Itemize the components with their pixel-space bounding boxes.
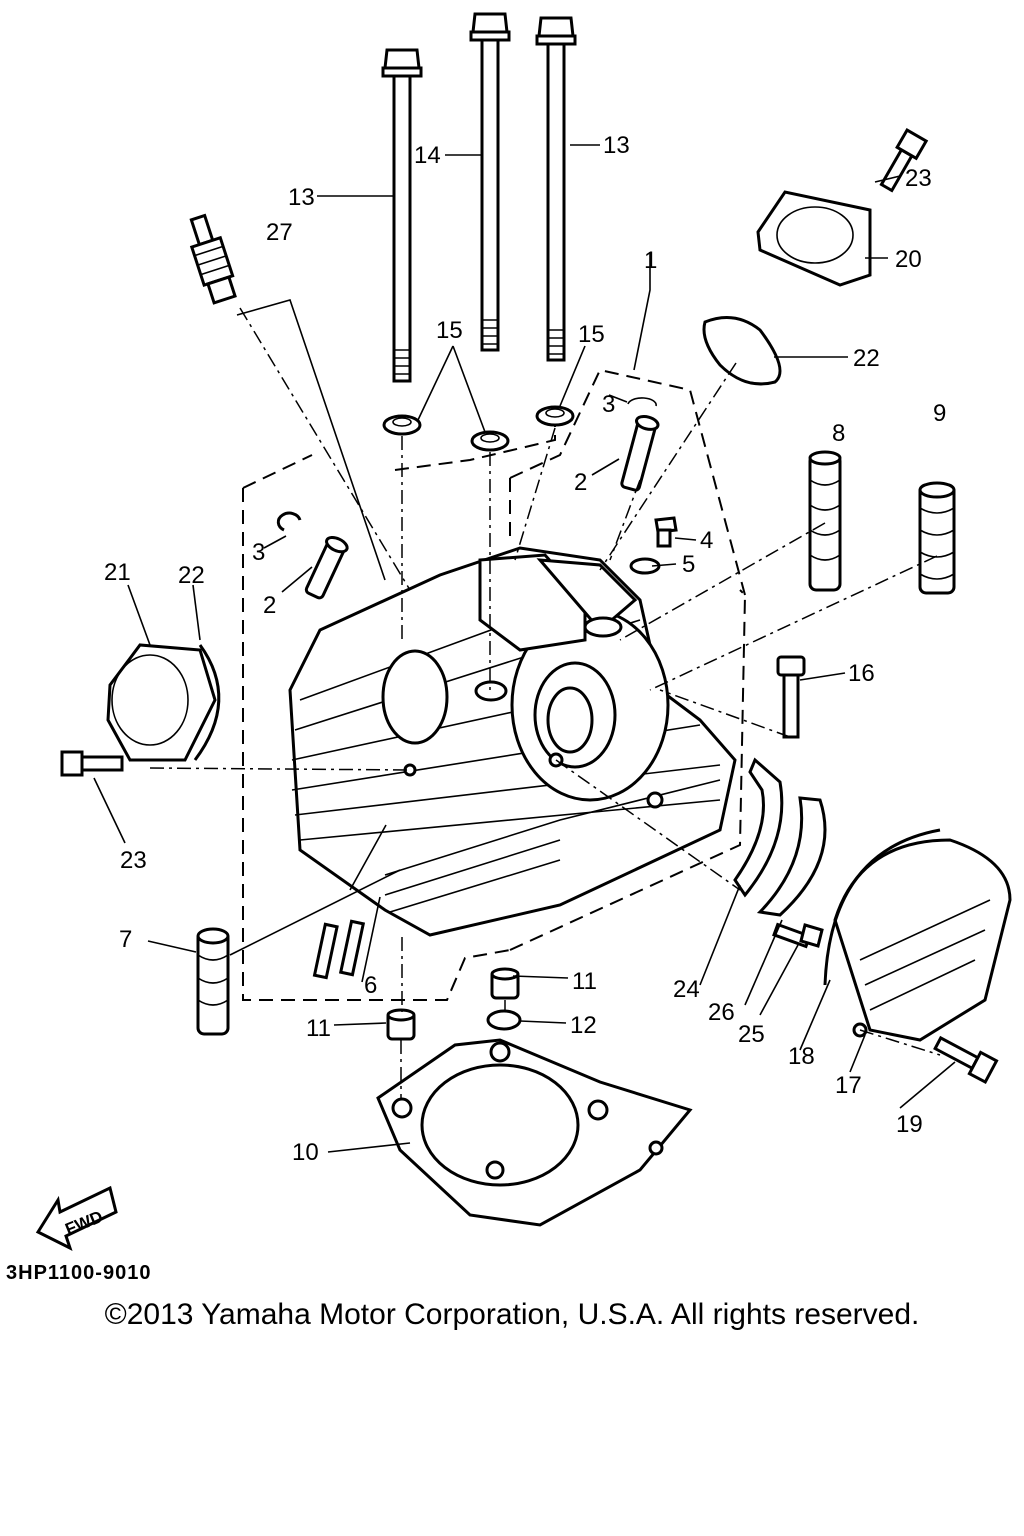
bolt-16 [776,655,806,739]
callout-24: 24 [673,976,700,1003]
stud-bolt-6 [312,919,366,980]
spark-plug-27 [189,213,237,305]
callout-11: 11 [572,968,597,995]
cylinder-head [288,546,737,937]
callout-2: 2 [574,469,587,496]
callout-22: 22 [853,345,880,372]
gasket-26 [756,796,827,917]
cylinder-head-gasket-10 [376,1038,693,1227]
callout-2: 2 [263,592,276,619]
dowel-pin-11-upper [490,967,520,1000]
callout-7: 7 [119,926,132,953]
clip-3-left [276,511,302,532]
callout-11: 11 [306,1015,331,1042]
callout-13: 13 [288,184,315,211]
callout-27: 27 [266,219,293,246]
callout-16: 16 [848,660,875,687]
callout-12: 12 [570,1012,597,1039]
assembly-boundary-valve-group [509,368,746,596]
bolt-23-right [879,127,929,193]
bolt-19 [933,1035,999,1085]
valve-guide-2-left [304,535,349,600]
callout-labels: 1 2 2 3 3 4 5 6 7 8 9 10 11 11 12 13 13 … [104,132,946,1166]
callout-1: 1 [644,247,657,274]
callout-10: 10 [292,1139,319,1166]
cover-gasket-18 [823,828,941,986]
callout-8: 8 [832,420,845,447]
assembly-boundary-main [242,454,747,1001]
bolt-23-left [60,750,124,777]
callout-23: 23 [120,847,147,874]
head-bolt-13-right [535,16,577,362]
bolt-25 [772,922,824,949]
callout-17: 17 [835,1072,862,1099]
cover-gasket-22-left [193,644,221,761]
center-lines [149,362,941,1100]
valve-spring-8 [808,450,842,592]
leader-lines [93,144,956,1153]
callout-5: 5 [682,551,695,578]
tappet-cover-20 [756,190,872,287]
head-bolt-14-center [469,12,511,352]
callout-13: 13 [603,132,630,159]
washer-15 [382,405,575,452]
callout-25: 25 [738,1021,765,1048]
part-code: 3HP1100-9010 [6,1262,152,1284]
valve-spring-9 [918,481,956,595]
callout-6: 6 [364,972,377,999]
forward-arrow-icon: FWD [35,1185,118,1251]
callout-18: 18 [788,1043,815,1070]
oil-pipe-7 [196,927,230,1036]
callout-23: 23 [905,165,932,192]
cover-gasket-22-right [702,316,782,386]
callout-21: 21 [104,559,131,586]
callout-22: 22 [178,562,205,589]
callout-4: 4 [700,527,713,554]
callout-9: 9 [933,400,946,427]
callout-26: 26 [708,999,735,1026]
head-bolt-13-left [381,48,423,383]
callout-14: 14 [414,142,441,169]
plug-bolt-4 [654,516,678,548]
side-cover-21 [106,643,217,762]
callout-3: 3 [602,391,615,418]
callout-3: 3 [252,539,265,566]
copyright-notice: ©2013 Yamaha Motor Corporation, U.S.A. A… [104,1298,920,1331]
o-ring-12 [486,1009,522,1031]
dowel-pin-11-lower [386,1008,416,1041]
clip-3-right [627,397,657,407]
callout-15: 15 [578,321,605,348]
callout-19: 19 [896,1111,923,1138]
callout-20: 20 [895,246,922,273]
gasket-24 [733,757,784,898]
valve-guide-2-right [620,414,660,492]
cam-cover-17 [833,838,1012,1042]
callout-15: 15 [436,317,463,344]
assembly-boundary-washers [394,425,556,471]
